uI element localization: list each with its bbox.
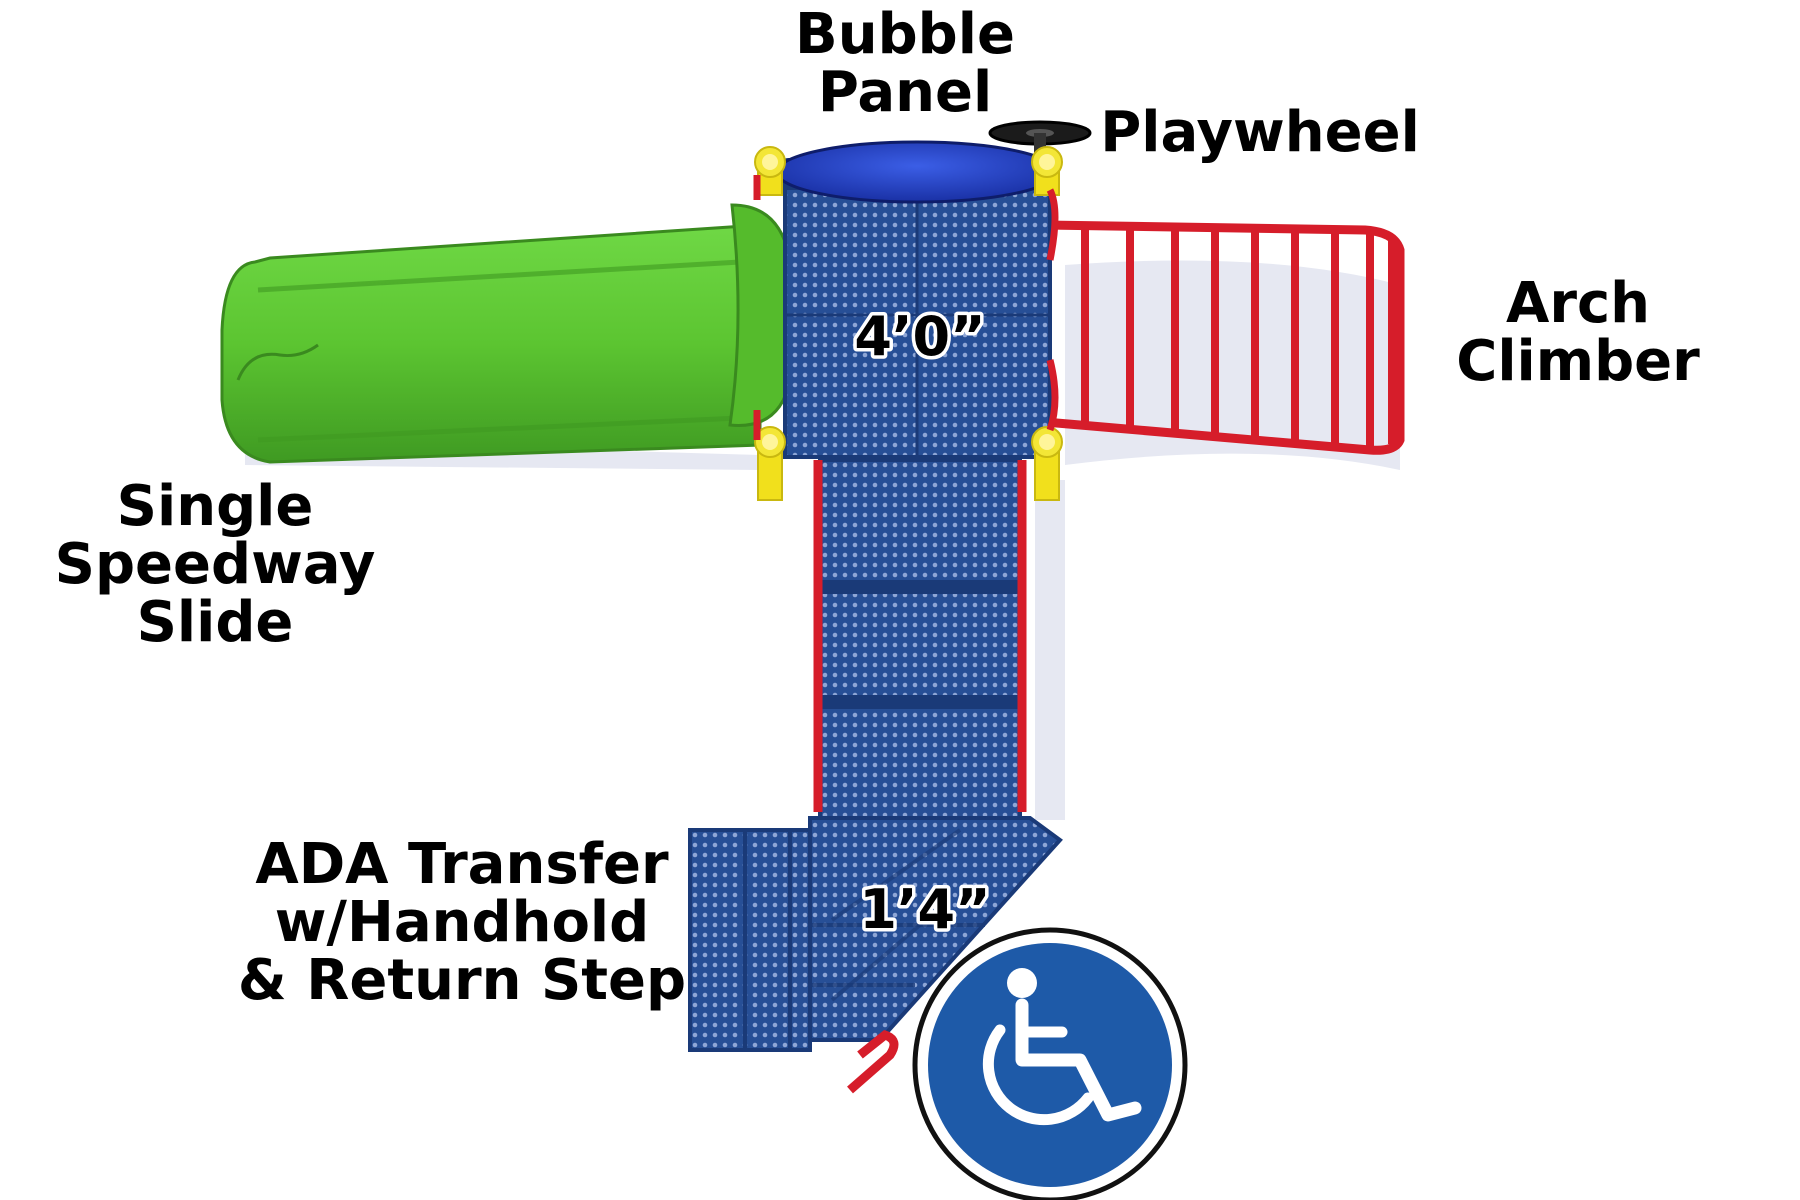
deck-posts	[754, 146, 1063, 501]
single-speedway-slide-label: Single Speedway Slide	[54, 474, 376, 655]
deck-height-label: 4’0”	[854, 305, 985, 368]
arch-climber-label: Arch Climber	[1456, 271, 1700, 394]
ada-transfer-label: ADA Transfer w/Handhold & Return Step	[237, 832, 687, 1013]
return-step	[688, 828, 812, 1052]
deck-rail-connectors	[753, 175, 1059, 440]
playwheel-label: Playwheel	[1100, 100, 1420, 165]
wheelchair-accessibility-icon	[912, 927, 1188, 1200]
single-speedway-slide	[220, 203, 792, 464]
main-deck	[783, 170, 1052, 459]
arch-climber	[1044, 220, 1405, 455]
bubble-panel	[775, 140, 1059, 204]
bubble-panel-label: Bubble Panel	[795, 2, 1015, 125]
transfer-height-label: 1’4”	[859, 878, 990, 941]
step-platform	[813, 458, 1027, 822]
